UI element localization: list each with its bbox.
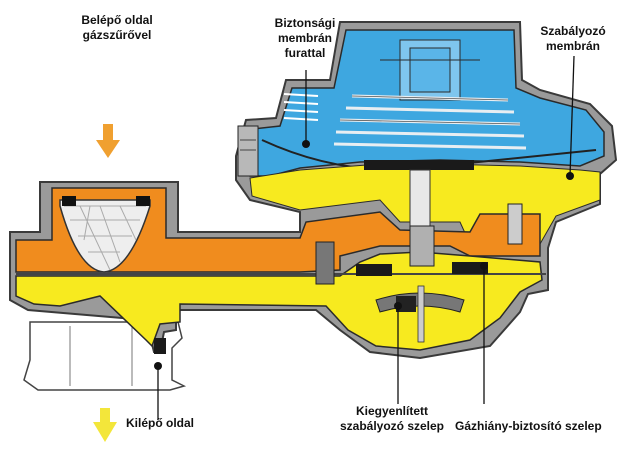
main-spring	[333, 94, 527, 150]
safety-label-line2: membrán	[277, 31, 333, 45]
inlet-arrow	[96, 124, 120, 158]
small-spring	[283, 93, 319, 121]
gas-shortage-valve-label: Gázhiány-biztosító szelep	[455, 419, 602, 433]
safety-membrane-label: Biztonsági membrán furattal	[258, 16, 352, 61]
inlet-label-line2: gázszűrővel	[82, 28, 152, 42]
vent-screw	[237, 125, 259, 177]
outlet-label: Kilépő oldal	[126, 416, 195, 430]
safety-label-line3: furattal	[284, 46, 326, 60]
outlet-arrow	[93, 408, 117, 442]
valve-stem-top	[409, 169, 431, 227]
inlet-filter-label: Belépő oldal gázszűrővel	[62, 13, 172, 43]
inlet-label-line1: Belépő oldal	[81, 13, 153, 27]
leader-dots	[154, 140, 574, 370]
safety-label-line1: Biztonsági	[274, 16, 336, 30]
balanced-label-line2: szabályozó szelep	[339, 419, 445, 433]
upper-chamber	[243, 29, 605, 177]
gas-filter	[59, 196, 151, 273]
regulating-membrane-label: Szabályozó membrán	[528, 24, 618, 54]
regulating-label-line2: membrán	[545, 39, 601, 53]
membrane-plate	[364, 160, 474, 170]
balanced-label-line1: Kiegyenlített	[355, 404, 428, 418]
balanced-valve-label: Kiegyenlített szabályozó szelep	[322, 404, 462, 434]
leader-lines	[157, 55, 575, 420]
regulating-label-line1: Szabályozó	[540, 24, 606, 38]
